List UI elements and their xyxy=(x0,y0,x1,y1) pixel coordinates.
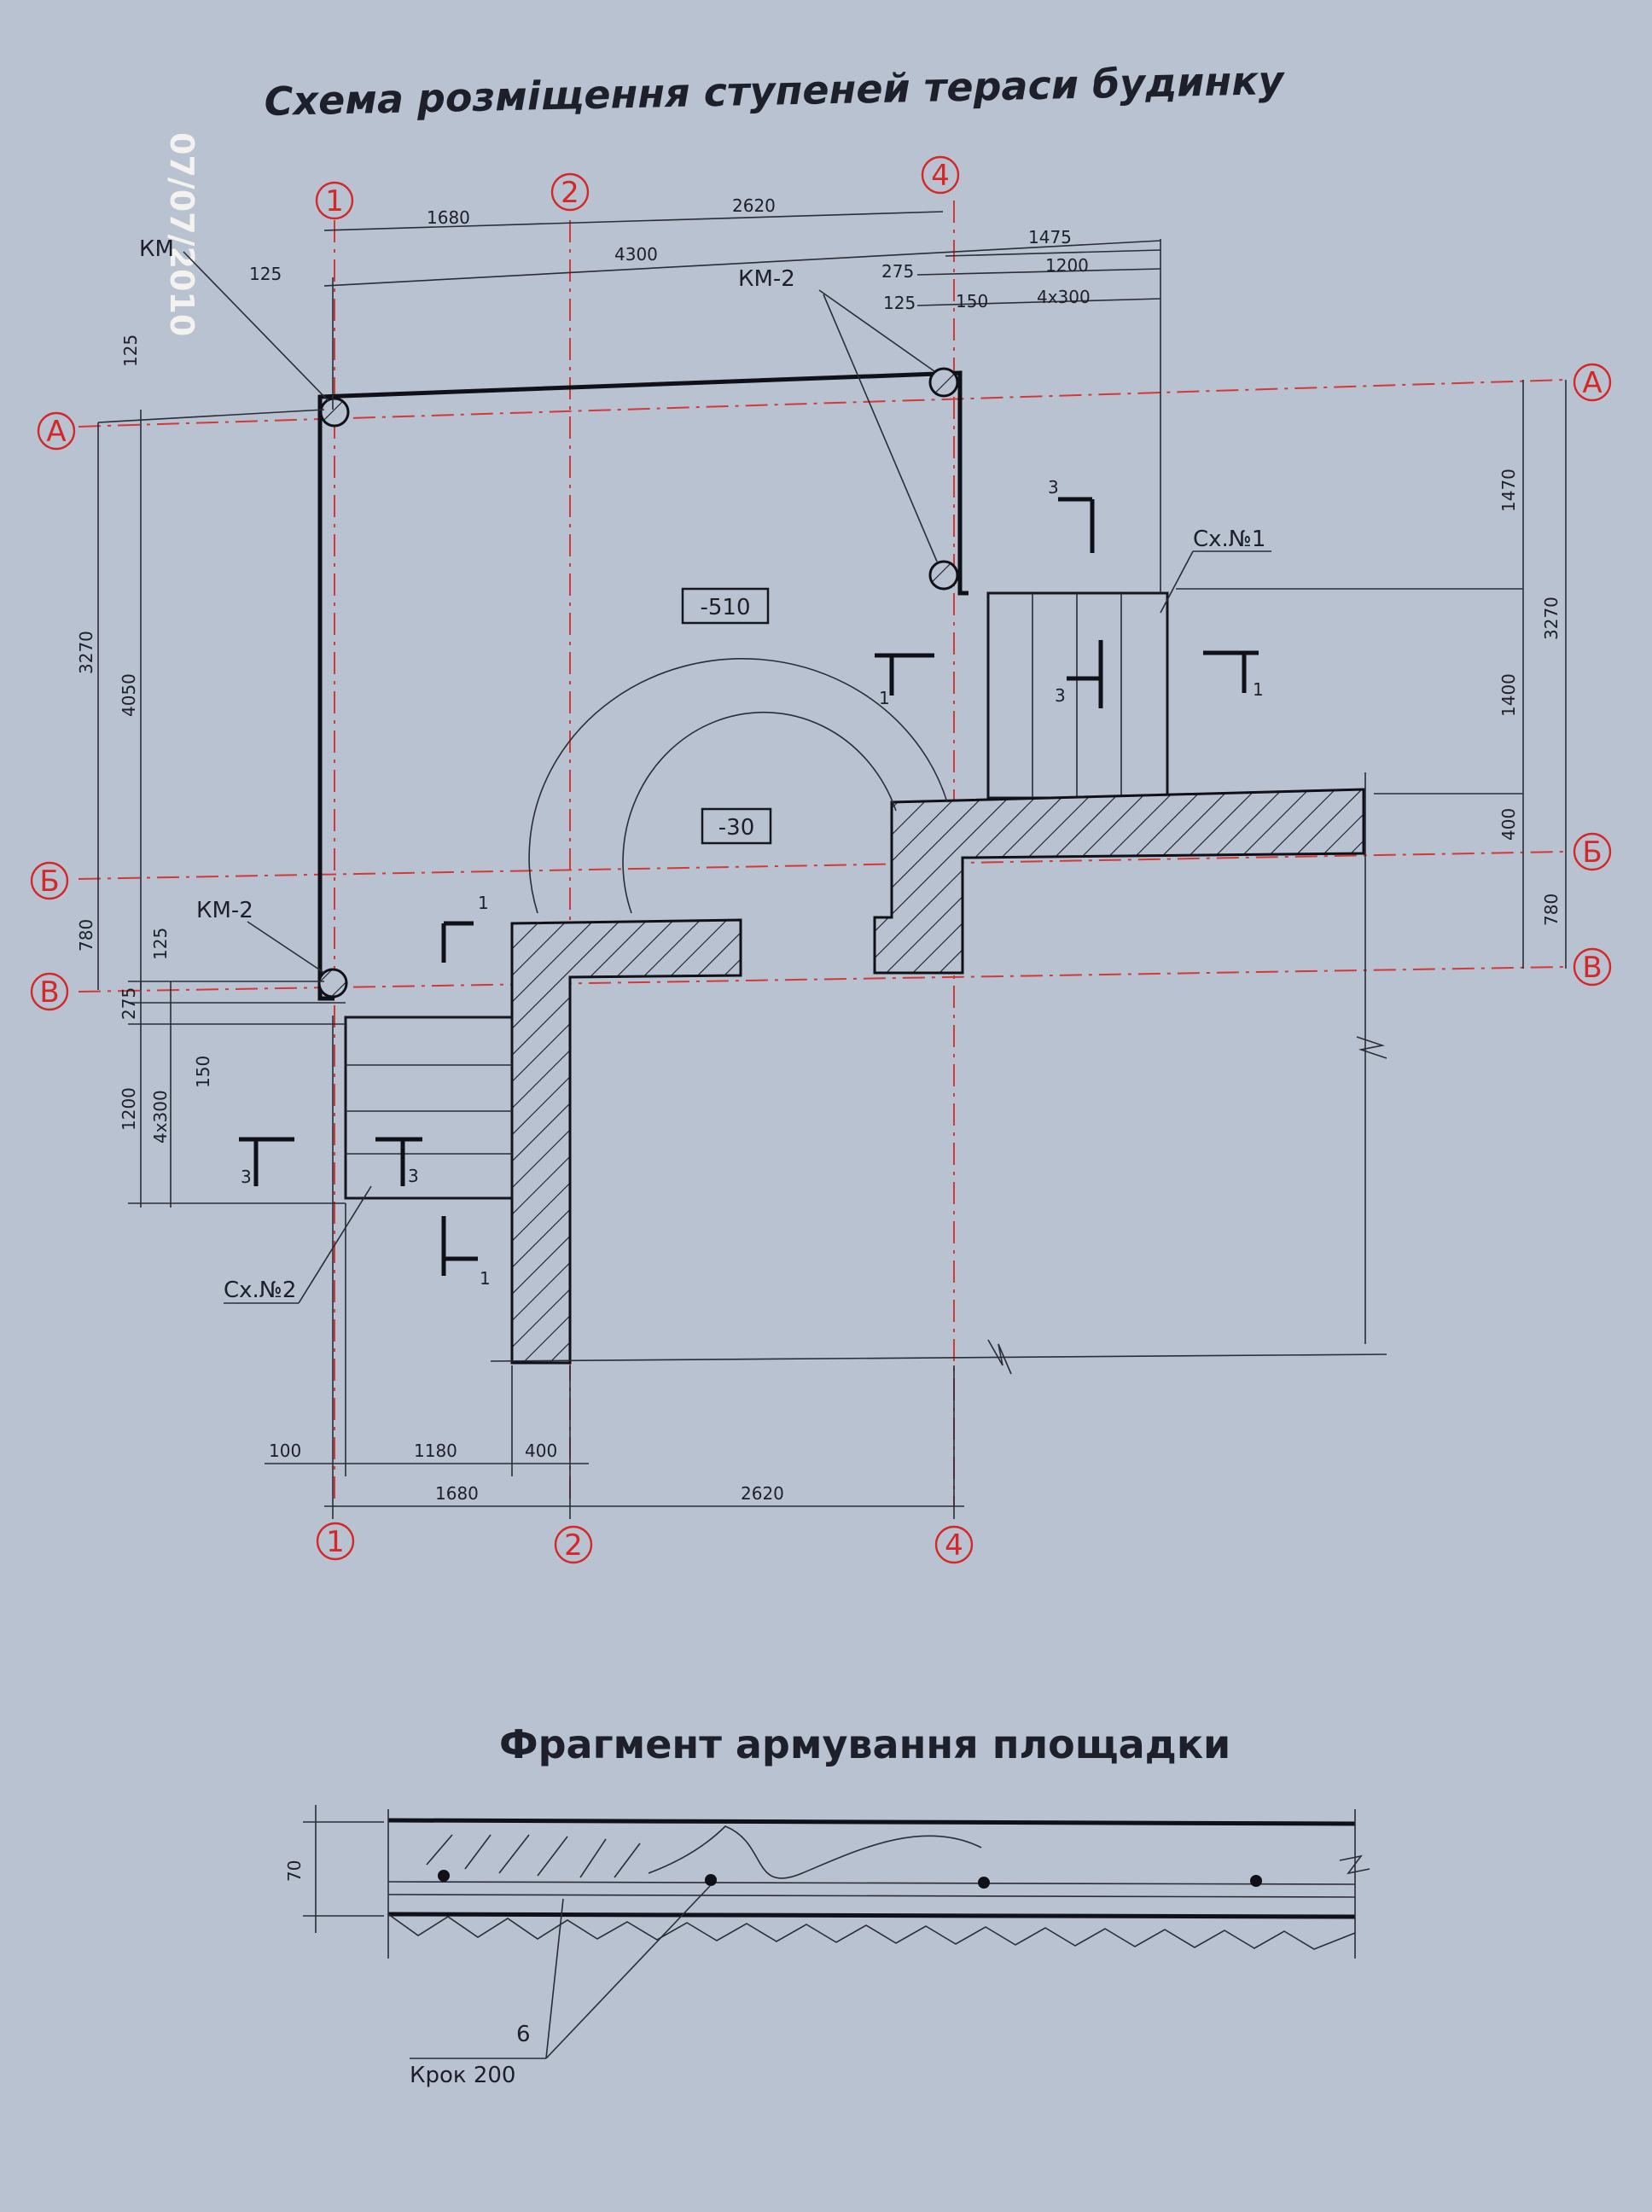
stair-1 xyxy=(986,591,1169,800)
axis-line-b xyxy=(78,851,1567,880)
dim-bottom-1180: 1180 xyxy=(414,1441,457,1461)
dim-top-275: 275 xyxy=(881,261,914,282)
column-km-4a xyxy=(928,367,959,398)
axis-bubble-v-left: В xyxy=(39,975,59,1010)
axis-bubble-1-bottom: 1 xyxy=(326,1525,345,1559)
axis-bubble-2-bottom: 2 xyxy=(564,1528,583,1563)
dim-left-4050: 4050 xyxy=(119,673,139,717)
level-top: -510 xyxy=(700,595,750,620)
label-rebar-6: 6 xyxy=(516,2022,531,2047)
dim-bottom-1680: 1680 xyxy=(435,1483,479,1504)
axis-bubble-4-top: 4 xyxy=(931,159,950,193)
dim-bottom-2620: 2620 xyxy=(741,1483,784,1504)
dim-bottom-400: 400 xyxy=(525,1441,557,1461)
dimensions-right: 1470 3270 1400 400 780 xyxy=(1176,380,1567,969)
dim-top-125b: 125 xyxy=(883,293,916,313)
dim-top-4300: 4300 xyxy=(614,244,658,265)
dim-top-1200: 1200 xyxy=(1045,255,1089,276)
dim-left-780: 780 xyxy=(76,919,96,952)
label-sx-2: Сх.№2 xyxy=(224,1278,296,1303)
rebar-dot-1 xyxy=(438,1870,450,1882)
rebar-dot-4 xyxy=(1250,1875,1262,1887)
slab-fragment: 70 6 Крок 200 xyxy=(284,1805,1370,2088)
level-mid: -30 xyxy=(718,815,754,841)
dim-top-1475: 1475 xyxy=(1028,227,1072,247)
dim-top-150: 150 xyxy=(956,291,988,311)
room-boundary xyxy=(490,772,1387,1375)
axis-bubble-b-left: Б xyxy=(39,864,59,899)
arch xyxy=(528,658,948,914)
section-marks: 1 1 1 1 3 3 3 3 xyxy=(239,477,1264,1289)
label-km-2-top: КМ-2 xyxy=(738,266,795,292)
dim-left-1200: 1200 xyxy=(119,1087,139,1131)
axis-bubble-a-left: А xyxy=(46,415,66,449)
wall-left xyxy=(510,918,742,1365)
dim-top-4x300: 4x300 xyxy=(1037,287,1091,307)
rebar-dot-3 xyxy=(978,1877,990,1889)
drawing-title: Схема розміщення ступеней тераси будинку xyxy=(264,57,1286,125)
dimensions-top: 1680 2620 1475 4300 275 1200 125 125 150… xyxy=(249,195,1161,593)
terrace-outline xyxy=(317,367,969,1001)
section-mark-3-a: 3 xyxy=(1048,477,1059,498)
level-marks: -510 -30 xyxy=(681,587,772,845)
dim-right-780: 780 xyxy=(1541,894,1562,926)
label-step-200: Крок 200 xyxy=(410,2063,515,2088)
dim-left-125: 125 xyxy=(120,335,141,367)
axis-bubble-b-right: Б xyxy=(1582,835,1602,870)
fragment-title: Фрагмент армування площадки xyxy=(499,1721,1230,1767)
dim-right-400: 400 xyxy=(1498,808,1519,841)
dim-bottom-100: 100 xyxy=(269,1441,301,1461)
dim-left-150: 150 xyxy=(193,1056,213,1088)
axis-bubbles: 1 2 4 1 2 4 А Б В А Б В xyxy=(30,155,1612,1564)
section-mark-3-d: 3 xyxy=(408,1166,419,1186)
date-stamp: 07/07/2010 xyxy=(163,132,201,336)
section-mark-1-a: 1 xyxy=(879,688,890,708)
dim-left-4x300: 4x300 xyxy=(150,1090,171,1144)
dim-right-1470: 1470 xyxy=(1498,469,1519,512)
dimensions-bottom: 100 1180 400 1680 2620 xyxy=(265,1016,964,1519)
label-sx-1: Сх.№1 xyxy=(1193,527,1265,552)
dimensions-left: 125 3270 4050 780 125 275 150 1200 4x300 xyxy=(76,335,346,1208)
wall-right xyxy=(873,788,1365,975)
axis-bubble-2-top: 2 xyxy=(561,176,579,210)
dim-left-125b: 125 xyxy=(150,928,171,960)
stair-2 xyxy=(344,1016,514,1200)
dim-left-275: 275 xyxy=(119,987,139,1020)
dim-right-3270: 3270 xyxy=(1541,597,1562,640)
dim-right-1400: 1400 xyxy=(1498,673,1519,717)
axis-bubble-1-top: 1 xyxy=(325,184,344,218)
dim-top-2620: 2620 xyxy=(732,195,776,216)
axis-bubble-a-right: А xyxy=(1582,366,1602,400)
dim-top-1680: 1680 xyxy=(427,207,470,228)
dim-slab-70: 70 xyxy=(284,1860,305,1882)
section-mark-3-b: 3 xyxy=(1055,685,1066,706)
axis-line-a xyxy=(78,379,1567,428)
dim-left-3270: 3270 xyxy=(76,631,96,674)
rebar-dot-2 xyxy=(705,1874,717,1886)
axis-line-v xyxy=(78,966,1567,992)
axis-bubble-4-bottom: 4 xyxy=(945,1528,963,1563)
section-mark-3-c: 3 xyxy=(241,1167,252,1187)
section-mark-1-d: 1 xyxy=(480,1268,491,1289)
label-km-top-left: КМ xyxy=(139,236,174,262)
column-km-4 xyxy=(928,560,959,591)
leaders: КМ КМ-2 КМ-2 Сх.№1 Сх.№2 xyxy=(139,236,1271,1304)
label-km-2-left: КМ-2 xyxy=(196,898,253,923)
column-km-1a xyxy=(319,397,350,428)
section-mark-1-b: 1 xyxy=(1253,679,1264,700)
axis-bubble-v-right: В xyxy=(1582,951,1602,985)
section-mark-1-c: 1 xyxy=(478,893,489,913)
dim-top-125a: 125 xyxy=(249,264,282,284)
column-km-1v xyxy=(317,968,348,998)
